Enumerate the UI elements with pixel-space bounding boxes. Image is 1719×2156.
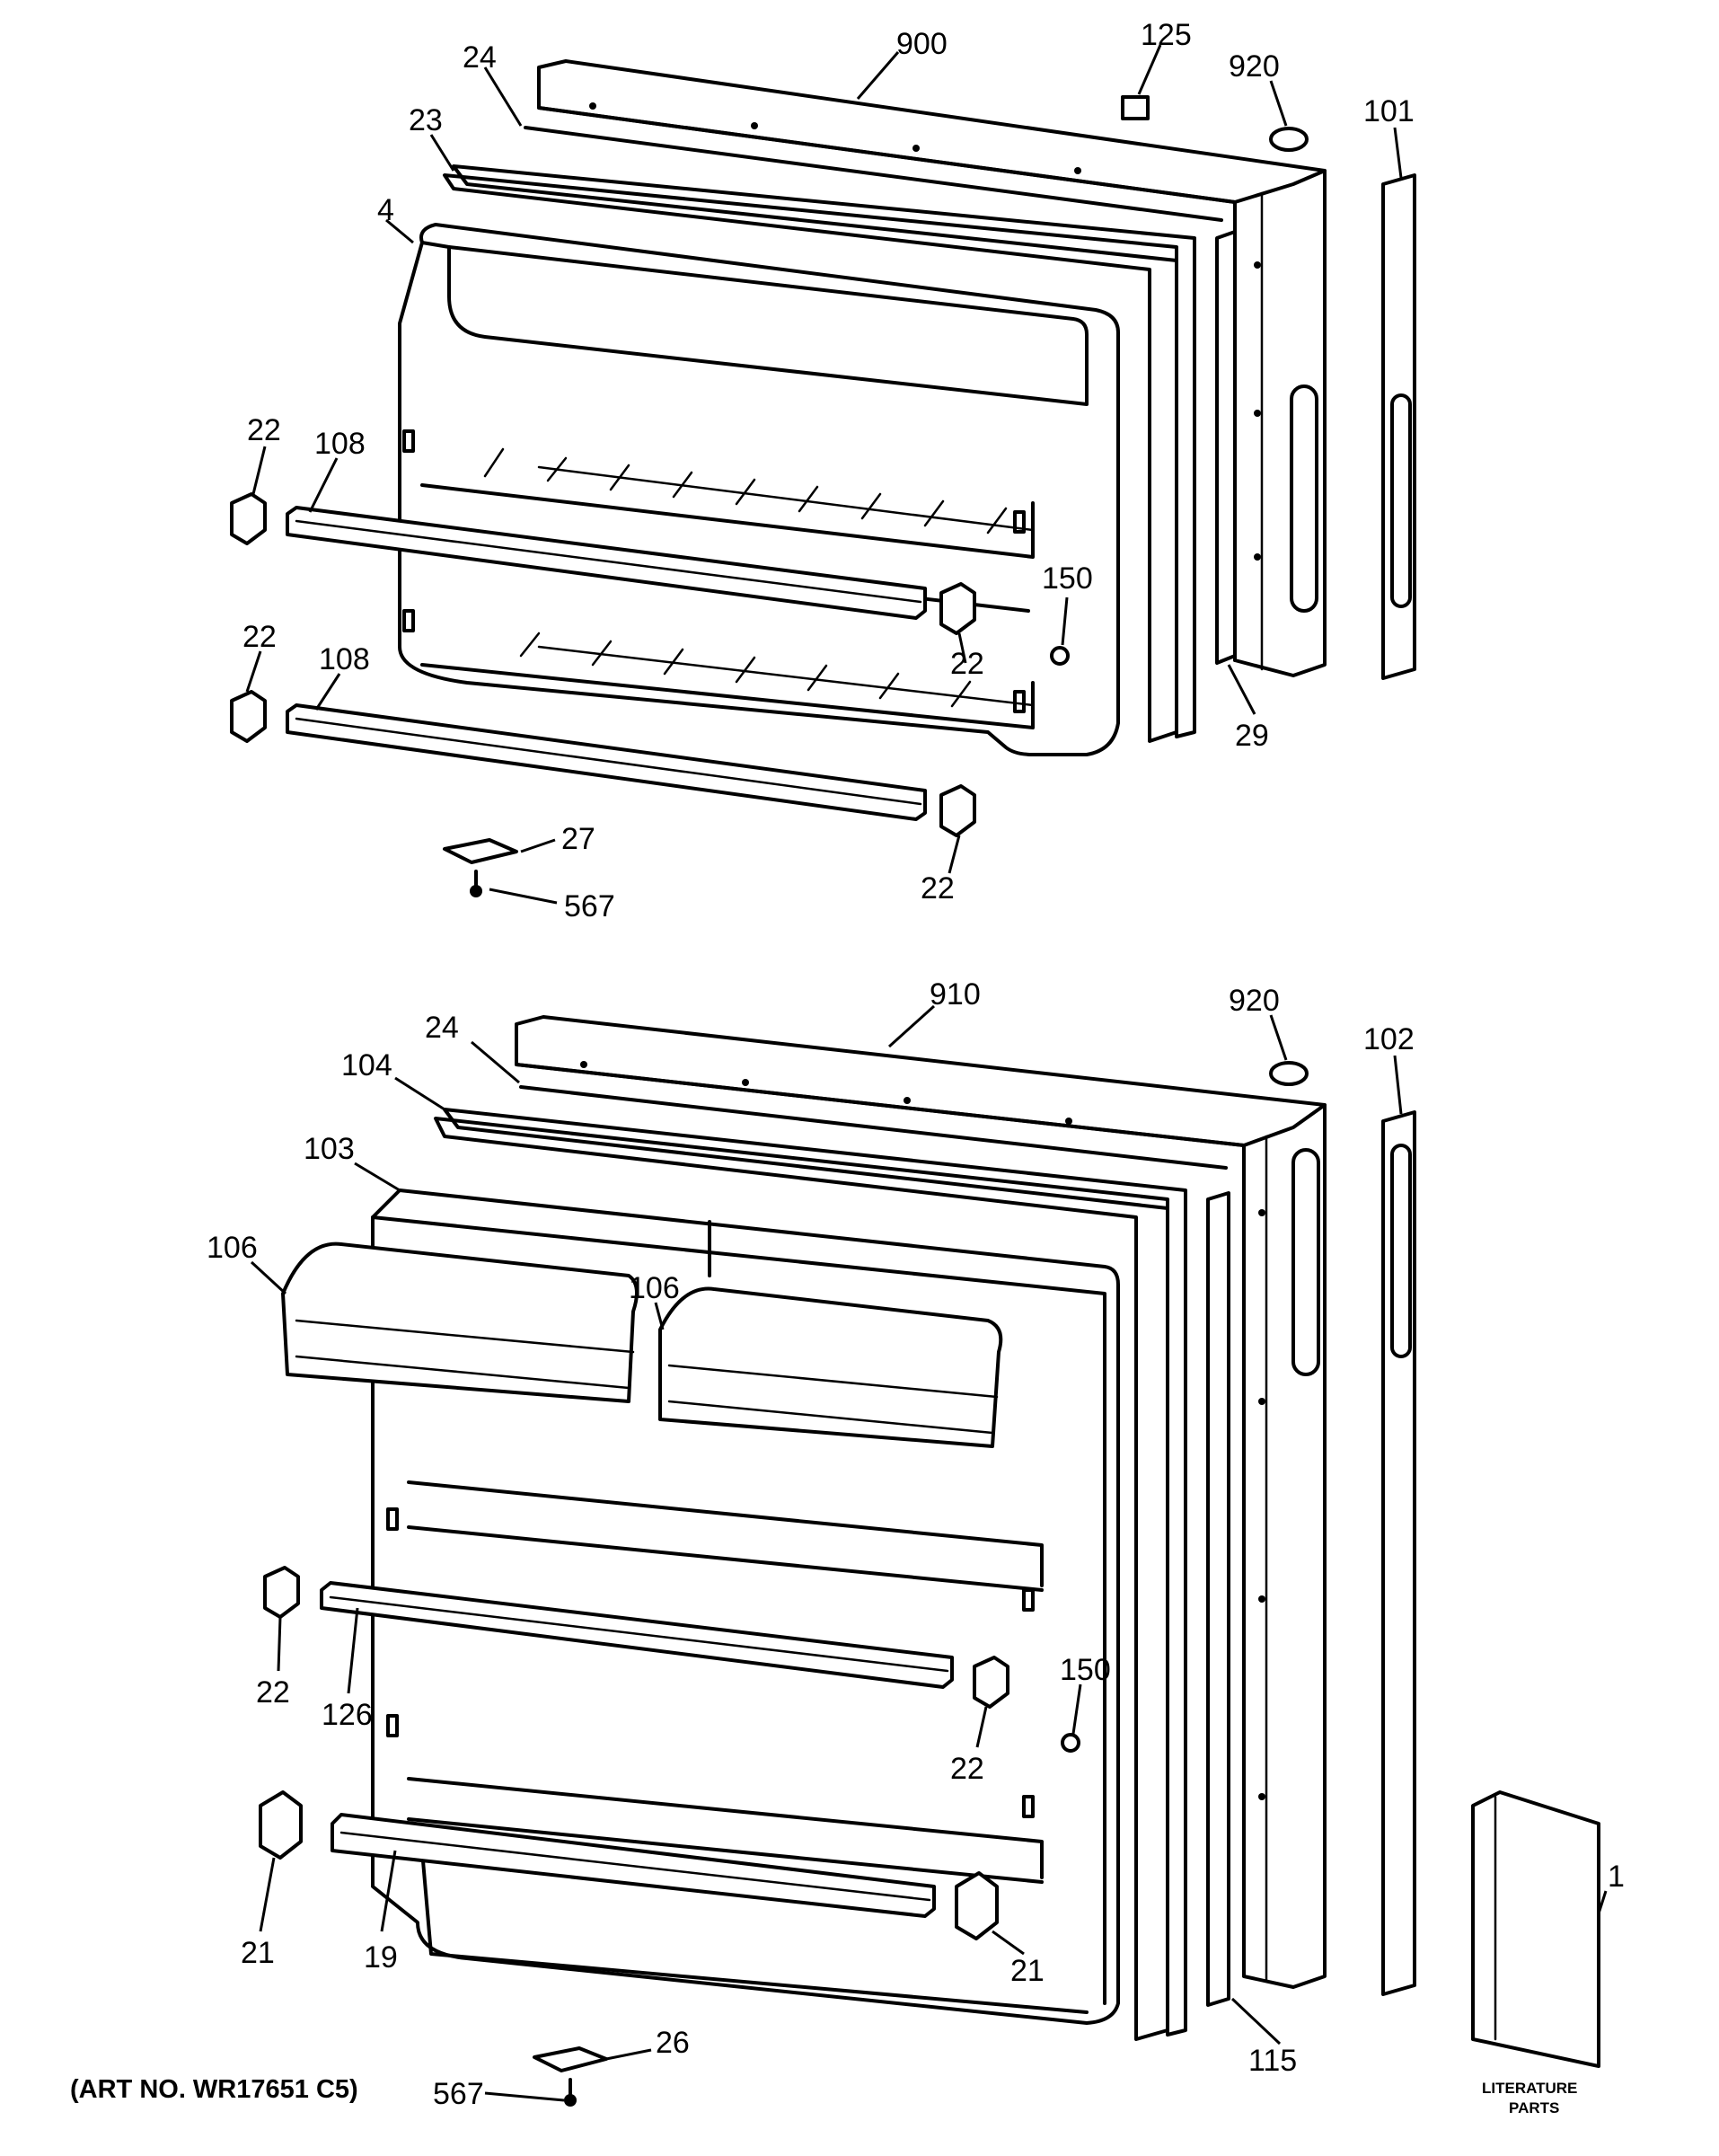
leader-lines-lower bbox=[250, 1004, 1608, 2102]
callout-1: 1 bbox=[1608, 1860, 1625, 1894]
hinge-plate-26 bbox=[533, 2046, 608, 2072]
screw-150-lower bbox=[1061, 1733, 1080, 1753]
shelf-clip-21 bbox=[259, 1790, 999, 1940]
gasket-104 bbox=[434, 1108, 1187, 2041]
callout-125: 125 bbox=[1141, 18, 1192, 52]
art-number-caption: (ART NO. WR17651 C5) bbox=[70, 2075, 358, 2104]
breaker-strip-29 bbox=[1215, 230, 1237, 665]
outer-door-panel-910 bbox=[515, 1015, 1327, 1989]
plug-125 bbox=[1121, 95, 1150, 120]
callout-910: 910 bbox=[930, 977, 981, 1012]
callout-22-d: 22 bbox=[921, 871, 955, 906]
literature-label-line2: PARTS bbox=[1509, 2099, 1559, 2116]
callout-106-b: 106 bbox=[629, 1271, 680, 1305]
handle-trim-101 bbox=[1381, 173, 1416, 680]
callout-920-lower: 920 bbox=[1229, 984, 1280, 1018]
fresh-food-door-assembly: LITERATURE PARTS bbox=[70, 977, 1625, 2116]
breaker-strip-115 bbox=[1206, 1191, 1230, 2007]
callout-22-b: 22 bbox=[242, 620, 277, 654]
callout-4: 4 bbox=[377, 193, 394, 227]
callout-22-c: 22 bbox=[950, 647, 984, 681]
callout-126: 126 bbox=[322, 1698, 373, 1732]
callout-21-a: 21 bbox=[241, 1936, 275, 1970]
callout-567-upper: 567 bbox=[564, 889, 615, 923]
callout-27: 27 bbox=[561, 822, 595, 856]
callout-150-upper: 150 bbox=[1042, 561, 1093, 596]
callout-labels-lower: 910 920 102 24 104 103 106 106 22 126 15… bbox=[207, 977, 1625, 2111]
outer-door-panel-900 bbox=[537, 59, 1327, 677]
callout-22-lower-b: 22 bbox=[950, 1752, 984, 1786]
screw-567-upper bbox=[470, 870, 482, 897]
inner-liner-4 bbox=[398, 223, 1120, 756]
shelf-bar-126 bbox=[320, 1581, 954, 1689]
callout-150-lower: 150 bbox=[1060, 1653, 1111, 1687]
gasket-23 bbox=[443, 164, 1196, 743]
callout-23: 23 bbox=[409, 103, 443, 137]
hole-plug-920 bbox=[1269, 127, 1309, 152]
callout-900: 900 bbox=[896, 27, 948, 61]
callout-920-upper: 920 bbox=[1229, 49, 1280, 84]
shelf-bar-108-upper bbox=[286, 506, 927, 620]
dairy-compartment-106-left bbox=[281, 1241, 639, 1403]
callout-21-b: 21 bbox=[1010, 1954, 1045, 1988]
callout-108-b: 108 bbox=[319, 642, 370, 676]
callout-24-upper: 24 bbox=[463, 40, 497, 75]
callout-19: 19 bbox=[364, 1940, 398, 1975]
literature-label-line1: LITERATURE bbox=[1482, 2080, 1577, 2097]
hinge-plate-27 bbox=[443, 838, 518, 864]
literature-parts-1: LITERATURE PARTS bbox=[1471, 1790, 1600, 2116]
callout-22-a: 22 bbox=[247, 413, 281, 447]
dairy-compartment-106-right bbox=[658, 1286, 1003, 1448]
freezer-door-assembly: 900 125 920 101 24 23 4 22 108 22 108 15… bbox=[230, 18, 1416, 923]
shelf-clip-22 bbox=[230, 492, 976, 837]
callout-102: 102 bbox=[1363, 1022, 1415, 1056]
hole-plug-920-lower bbox=[1269, 1061, 1309, 1086]
callout-103: 103 bbox=[304, 1132, 355, 1166]
callout-labels-upper: 900 125 920 101 24 23 4 22 108 22 108 15… bbox=[242, 18, 1415, 923]
callout-101: 101 bbox=[1363, 94, 1415, 128]
callout-108-a: 108 bbox=[314, 427, 366, 461]
callout-104: 104 bbox=[341, 1048, 392, 1082]
callout-115: 115 bbox=[1248, 2044, 1297, 2078]
callout-29: 29 bbox=[1235, 719, 1269, 753]
leader-lines-upper bbox=[245, 44, 1403, 905]
gasket-top-24 bbox=[524, 126, 1223, 222]
callout-26: 26 bbox=[656, 2026, 690, 2060]
callout-567-lower: 567 bbox=[433, 2077, 484, 2111]
shelf-bar-108-lower bbox=[286, 703, 927, 821]
handle-trim-102 bbox=[1381, 1110, 1416, 1996]
callout-22-lower-a: 22 bbox=[256, 1675, 290, 1710]
screw-150-upper bbox=[1050, 646, 1070, 666]
callout-24-lower: 24 bbox=[425, 1011, 459, 1045]
shelf-clip-22-lower bbox=[263, 1566, 1009, 1709]
callout-106-a: 106 bbox=[207, 1231, 258, 1265]
gasket-top-24-lower bbox=[519, 1085, 1228, 1170]
screw-567-lower bbox=[564, 2078, 577, 2107]
